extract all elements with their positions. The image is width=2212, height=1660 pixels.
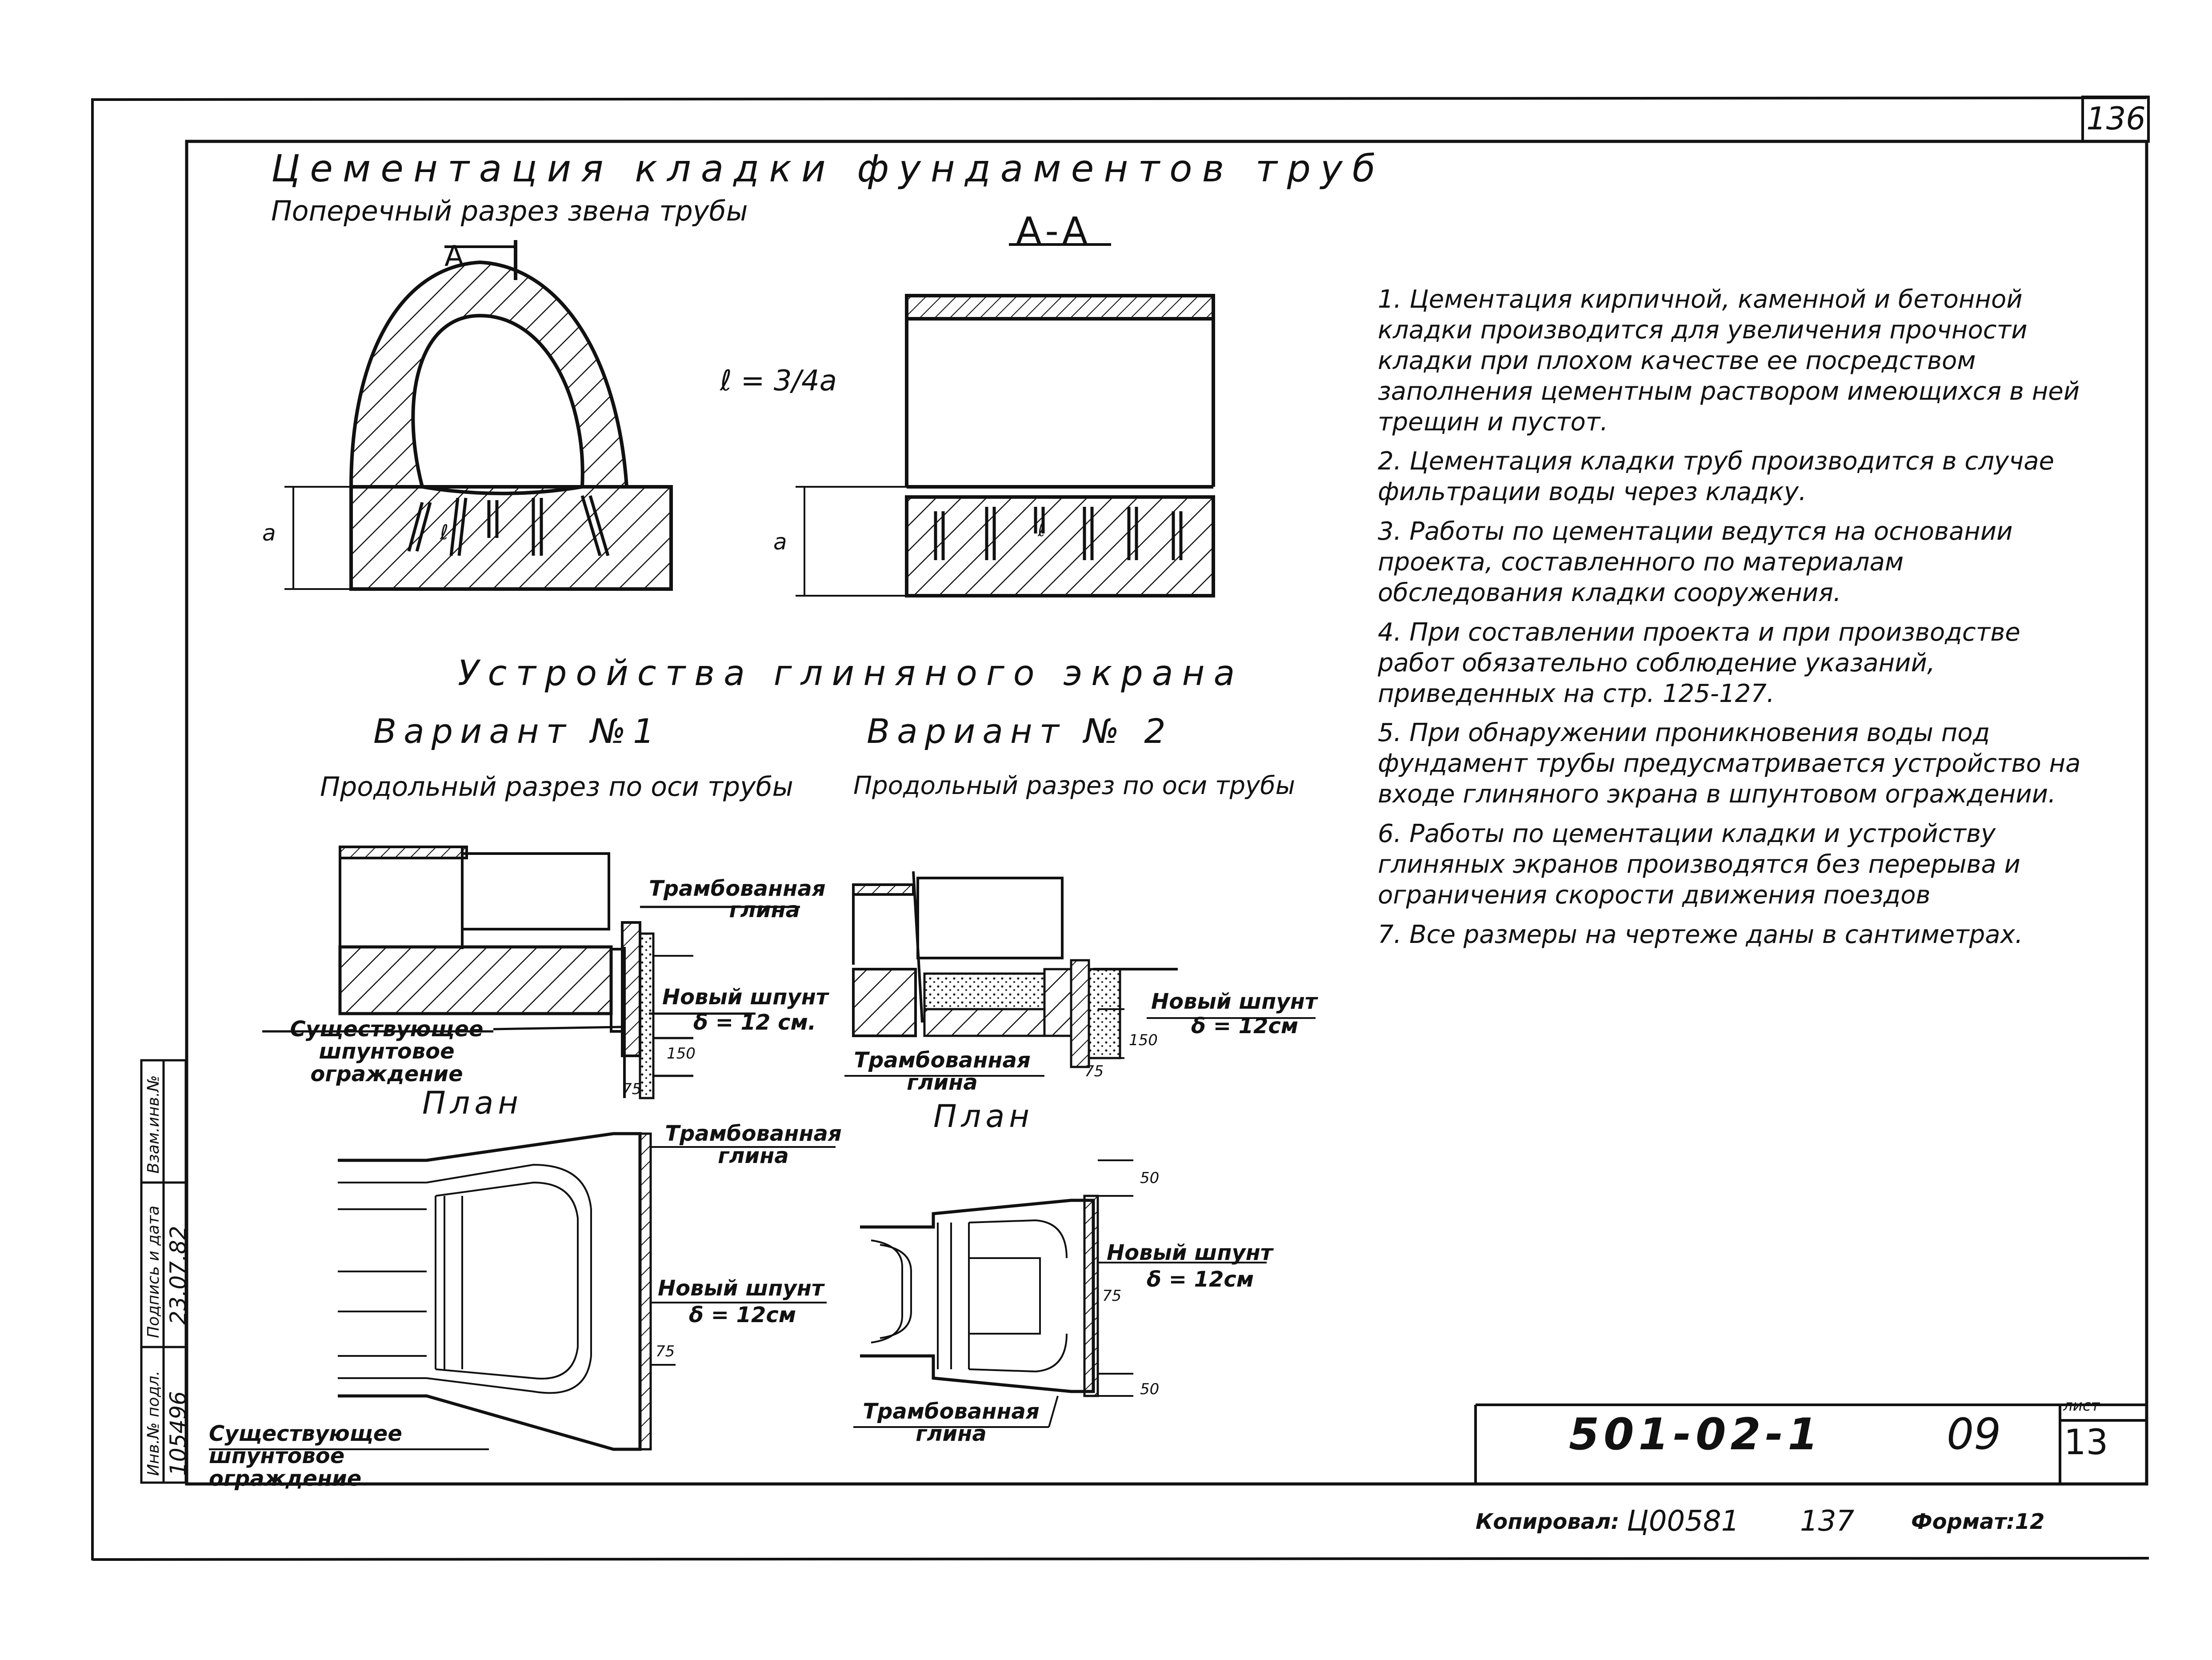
note-2: 2. Цементация кладки труб производится в… — [1378, 447, 2054, 507]
section-label: А-А — [1016, 209, 1092, 253]
stamp-sign-label: Подпись и дата — [144, 1205, 163, 1338]
dim-l-label-section: ℓ — [1038, 520, 1045, 541]
v2-dim-75: 75 — [1084, 1063, 1104, 1080]
variant2-subtitle: Продольный разрез по оси трубы — [853, 771, 1295, 800]
v1-thickness-label: δ = 12 см. — [693, 1010, 816, 1035]
copied-value: Ц00581 — [1627, 1505, 1740, 1538]
v2-plan-thickness-label: δ = 12см — [1147, 1267, 1254, 1292]
variant1-plan-title: План — [422, 1085, 523, 1121]
dim-l-label: ℓ — [440, 520, 449, 544]
cross-section-title: Поперечный разрез звена трубы — [271, 195, 748, 227]
v2-plan-rammed-clay-label: Трамбованная глина — [863, 1399, 1040, 1447]
cross-section-arch — [284, 240, 673, 591]
sheet-number: 136 — [2086, 100, 2146, 137]
v2-plan-new-sheet-pile-label: Новый шпунт — [1107, 1240, 1273, 1265]
note-7: 7. Все размеры на чертеже даны в сантиме… — [1378, 920, 2023, 949]
v1-plan-existing-fence-label: Существующее шпунтовое ограждение — [209, 1421, 402, 1491]
copied-number: 137 — [1800, 1505, 1855, 1538]
section-a-a — [796, 243, 1215, 597]
variant2-section — [844, 871, 1316, 1077]
note-4: 4. При составлении проекта и при произво… — [1378, 617, 2020, 708]
variant1-section — [262, 846, 800, 1099]
variant1-title: Вариант №1 — [373, 711, 662, 751]
v2-plan-dim-50-bottom: 50 — [1140, 1380, 1160, 1398]
note-6: 6. Работы по цементации кладки и устройс… — [1378, 819, 2020, 910]
variant2-plan — [853, 1159, 1267, 1428]
v2-plan-dim-50-top: 50 — [1140, 1169, 1160, 1187]
clay-screen-title: Устройства глиняного экрана — [458, 654, 1244, 694]
variant1-subtitle: Продольный разрез по оси трубы — [320, 771, 793, 802]
stamp-inv-value: 105496 — [165, 1391, 191, 1476]
v1-plan-thickness-label: δ = 12см — [689, 1303, 796, 1327]
v1-plan-rammed-clay-label: Трамбованная глина — [665, 1121, 842, 1169]
sheet-frame — [91, 96, 2150, 1561]
side-stamp — [140, 1059, 187, 1484]
v1-rammed-clay-label: Трамбованная глина — [649, 876, 826, 922]
v2-new-sheet-pile-label: Новый шпунт — [1151, 989, 1317, 1014]
v1-dim-150: 150 — [667, 1045, 696, 1063]
doc-code: 501-02-1 — [1569, 1409, 1823, 1460]
v2-thickness-label: δ = 12см — [1191, 1014, 1299, 1039]
note-5: 5. При обнаружении проникновения воды по… — [1378, 718, 2081, 809]
note-1: 1. Цементация кирпичной, каменной и бето… — [1378, 285, 2080, 437]
title-block — [1474, 1403, 2147, 1484]
dim-a-label-section: a — [773, 529, 787, 555]
stamp-replace-label: Взам.инв.№ — [144, 1075, 163, 1174]
dim-a-label: a — [262, 520, 276, 546]
note-3: 3. Работы по цементации ведутся на основ… — [1378, 517, 2013, 607]
v1-dim-75: 75 — [622, 1080, 642, 1098]
list-label: лист — [2063, 1397, 2100, 1415]
variant2-title: Вариант № 2 — [867, 711, 1173, 751]
notes: 1. Цементация кирпичной, каменной и бето… — [1378, 285, 2084, 959]
variant2-plan-title: План — [933, 1098, 1034, 1135]
v1-plan-new-sheet-pile-label: Новый шпунт — [658, 1276, 824, 1301]
doc-sheet: 09 — [1947, 1409, 2001, 1459]
cut-marker: А — [444, 240, 464, 273]
list-number: 13 — [2064, 1423, 2108, 1463]
v1-plan-dim-75: 75 — [656, 1343, 675, 1360]
variant1-plan — [209, 1132, 836, 1451]
copied-label: Копировал: — [1476, 1509, 1620, 1534]
stamp-inv-label: Инв.№ подл. — [144, 1371, 163, 1476]
formula: ℓ = 3/4a — [720, 365, 837, 397]
page-title: Цементация кладки фундаментов труб — [271, 147, 1385, 190]
stamp-sign-value: 23.07.82 — [165, 1226, 191, 1325]
v2-rammed-clay-label: Трамбованная глина — [854, 1048, 1031, 1095]
v1-new-sheet-pile-label: Новый шпунт — [662, 985, 828, 1010]
v2-plan-dim-75: 75 — [1102, 1287, 1122, 1305]
v2-dim-150: 150 — [1129, 1031, 1158, 1049]
v1-existing-fence-label: Существующее шпунтовое ограждение — [290, 1017, 484, 1087]
format-label: Формат:12 — [1911, 1509, 2045, 1534]
